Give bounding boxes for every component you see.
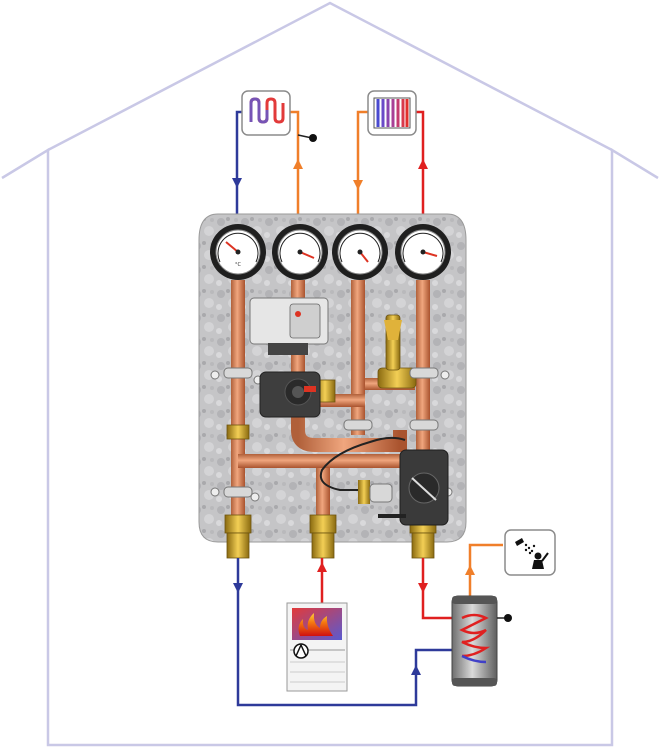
rad-return-pipe bbox=[356, 110, 370, 232]
radiator-icon bbox=[367, 90, 417, 136]
shower-icon bbox=[504, 529, 556, 576]
underfloor-heating-icon bbox=[241, 90, 291, 136]
storage-tank-icon bbox=[451, 595, 512, 687]
thermometer-gauge bbox=[272, 224, 328, 280]
mixing-valve-actuator bbox=[378, 449, 449, 526]
pump-manifold-station: °C bbox=[198, 213, 467, 559]
thermometer-gauges: °C bbox=[210, 224, 451, 280]
circulation-pump bbox=[249, 297, 329, 418]
rad-flow-pipe bbox=[416, 110, 425, 232]
thermometer-gauge bbox=[395, 224, 451, 280]
thermometer-gauge bbox=[332, 224, 388, 280]
heating-circuit-pipes bbox=[235, 110, 425, 232]
boiler-pump-symbol bbox=[293, 643, 309, 659]
sensor-dot bbox=[297, 134, 317, 142]
ufh-flow-pipe bbox=[290, 110, 300, 232]
ufh-return-pipe bbox=[235, 110, 242, 232]
thermometer-gauge: °C bbox=[210, 224, 266, 280]
svg-text:°C: °C bbox=[235, 262, 242, 268]
boiler-icon bbox=[286, 602, 348, 692]
brass-fittings bbox=[224, 314, 437, 559]
